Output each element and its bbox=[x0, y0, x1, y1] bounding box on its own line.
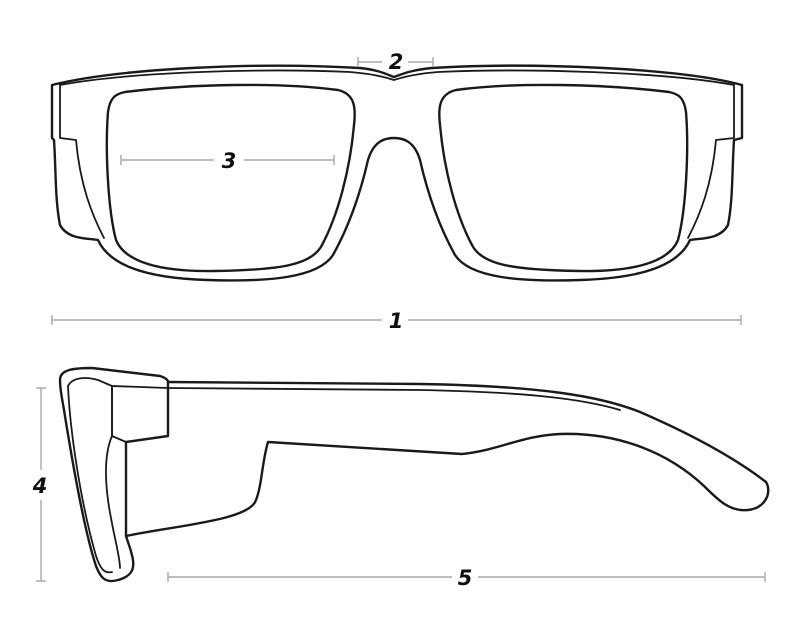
dimension-3-lens-width: 3 bbox=[120, 149, 335, 173]
temple-top-line bbox=[167, 387, 621, 411]
dim-2-label: 2 bbox=[389, 50, 404, 74]
dimension-lines: 2 3 1 4 bbox=[32, 50, 766, 590]
side-view bbox=[58, 366, 770, 583]
dimension-1-total-width: 1 bbox=[51, 309, 742, 333]
side-rim-outer bbox=[58, 366, 170, 583]
dim-3-label: 3 bbox=[222, 149, 237, 173]
side-rim-inner bbox=[67, 377, 121, 569]
dimension-2-bridge: 2 bbox=[357, 50, 434, 74]
front-view bbox=[50, 64, 744, 282]
dimension-5-temple-length: 5 bbox=[167, 566, 766, 590]
dimension-4-lens-height: 4 bbox=[32, 387, 48, 582]
dim-4-label: 4 bbox=[32, 474, 48, 498]
front-frame-outline bbox=[50, 64, 744, 282]
left-lens bbox=[105, 83, 356, 273]
front-brow-line bbox=[59, 69, 735, 86]
right-lens bbox=[438, 83, 689, 273]
front-left-hinge bbox=[59, 84, 105, 239]
dim-5-label: 5 bbox=[458, 566, 473, 590]
dim-1-label: 1 bbox=[389, 309, 404, 333]
front-right-hinge bbox=[687, 84, 735, 239]
temple-arm bbox=[124, 380, 770, 538]
side-lens-edge bbox=[67, 385, 113, 574]
hinge-block bbox=[111, 385, 169, 443]
